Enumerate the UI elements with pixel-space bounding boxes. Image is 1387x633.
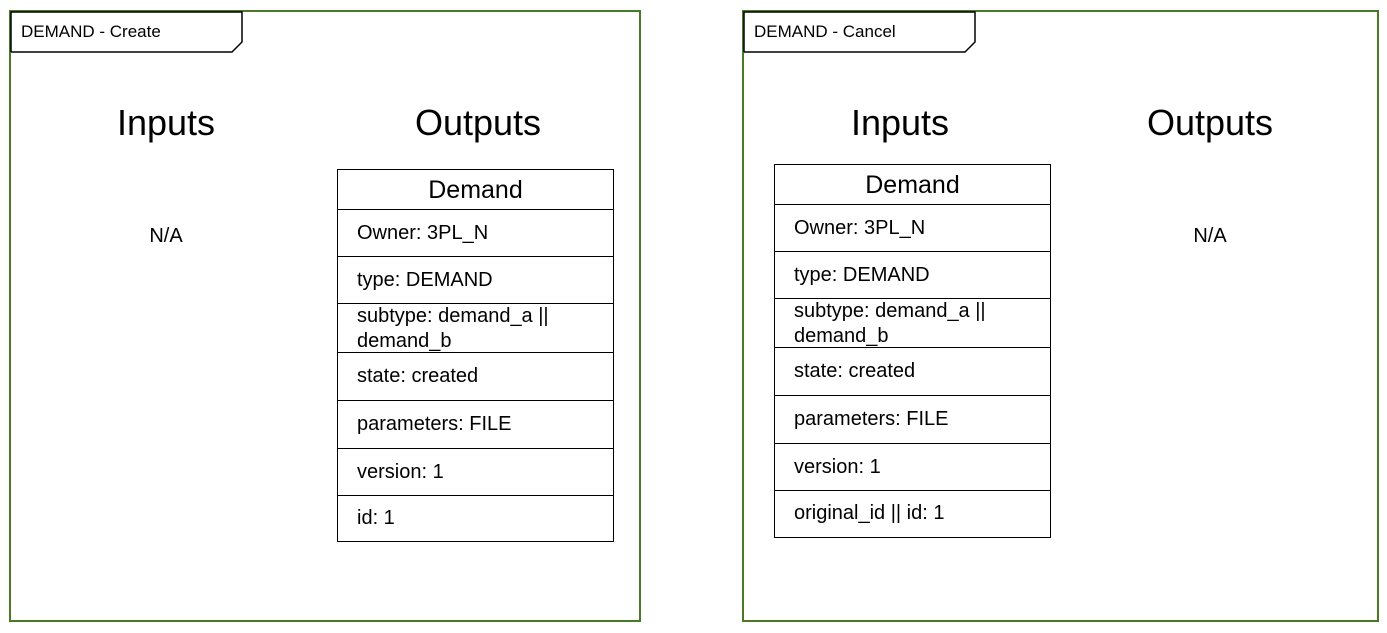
entity-title: Demand	[338, 170, 613, 210]
inputs-heading: Inputs	[116, 102, 216, 143]
entity-field-version: version: 1	[338, 449, 613, 496]
outputs-heading: Outputs	[1146, 102, 1274, 143]
demand-entity-box: Demand Owner: 3PL_N type: DEMAND subtype…	[337, 169, 614, 542]
entity-field-state: state: created	[775, 348, 1050, 396]
frame-tab-cancel: DEMAND - Cancel	[742, 10, 978, 54]
frame-tab-label: DEMAND - Create	[21, 22, 161, 41]
entity-field-subtype: subtype: demand_a || demand_b	[775, 299, 1050, 348]
entity-field-parameters: parameters: FILE	[775, 396, 1050, 444]
entity-field-type: type: DEMAND	[775, 252, 1050, 299]
demand-entity-box: Demand Owner: 3PL_N type: DEMAND subtype…	[774, 164, 1051, 538]
entity-field-state: state: created	[338, 353, 613, 401]
entity-field-id: id: 1	[357, 507, 395, 529]
inputs-heading: Inputs	[850, 102, 950, 143]
entity-field-owner: Owner: 3PL_N	[338, 210, 613, 257]
tab-outline	[10, 11, 243, 53]
outputs-na-value: N/A	[1193, 225, 1227, 247]
entity-field-id: original_id || id: 1	[794, 502, 945, 524]
entity-field-parameters: parameters: FILE	[338, 401, 613, 449]
diagram-frame-cancel: DEMAND - Cancel Inputs Outputs N/A Deman…	[742, 10, 1379, 622]
diagram-frame-create: DEMAND - Create Inputs Outputs N/A Deman…	[9, 10, 641, 622]
entity-field-owner: Owner: 3PL_N	[775, 205, 1050, 252]
entity-title: Demand	[775, 165, 1050, 205]
tab-outline	[743, 11, 976, 53]
outputs-heading: Outputs	[414, 102, 542, 143]
frame-tab-label: DEMAND - Cancel	[754, 22, 896, 41]
inputs-na-value: N/A	[149, 225, 183, 247]
entity-field-type: type: DEMAND	[338, 257, 613, 304]
entity-field-version: version: 1	[775, 444, 1050, 491]
entity-field-subtype: subtype: demand_a || demand_b	[338, 304, 613, 353]
frame-tab-create: DEMAND - Create	[9, 10, 245, 54]
